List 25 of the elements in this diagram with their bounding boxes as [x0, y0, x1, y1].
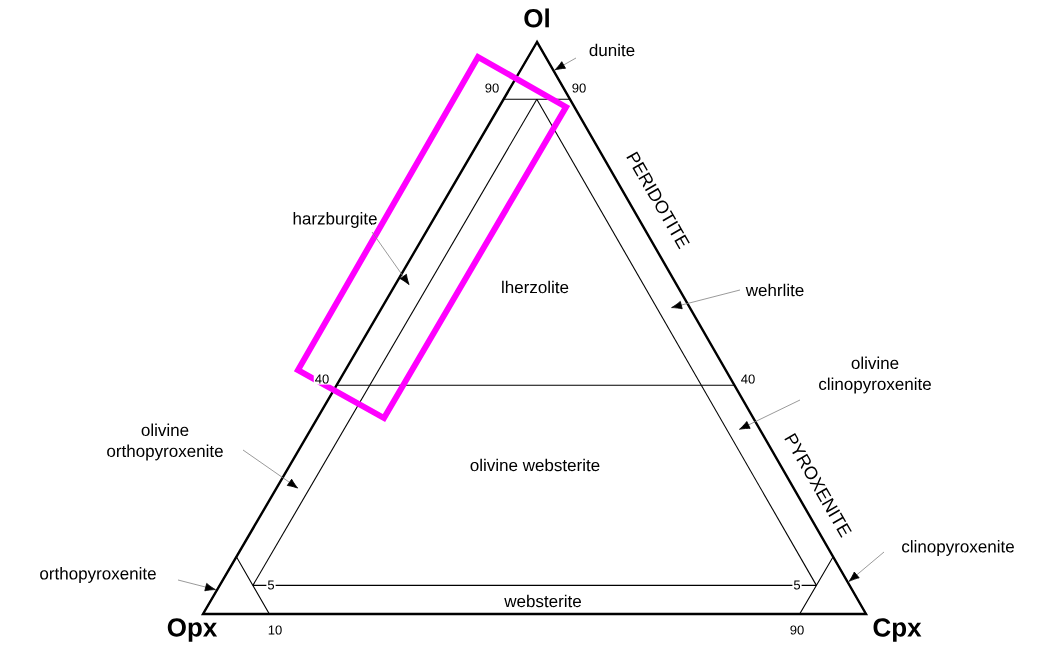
rock-label: dunite [589, 43, 635, 57]
vertex-label: Opx [167, 618, 218, 642]
leader-line [242, 449, 299, 489]
leader-line [177, 579, 216, 592]
rock-label: clinopyroxenite [902, 540, 1014, 556]
vertex-label: Cpx [873, 618, 922, 642]
field-label: olivine websterite [470, 458, 600, 472]
field-label: websterite [504, 594, 581, 608]
tick-label: 40 [313, 373, 331, 385]
tick-label: 10 [266, 624, 284, 636]
leader-line [371, 231, 410, 286]
leader-line [848, 551, 885, 582]
field-label: lherzolite [502, 280, 569, 294]
leader-line [671, 289, 741, 310]
tick-label: 5 [266, 579, 276, 591]
leader-line [554, 57, 577, 71]
rock-label: harzburgite [293, 212, 377, 228]
rock-label: olivine orthopyroxenite [107, 423, 223, 461]
rock-label: wehrlite [745, 283, 804, 297]
tick-label: 5 [792, 579, 802, 591]
tick-label: 40 [739, 373, 757, 385]
tick-label: 90 [788, 624, 806, 636]
leader-line [739, 399, 801, 430]
rock-label: olivine clinopyroxenite [819, 356, 931, 394]
rock-label: orthopyroxenite [40, 567, 156, 583]
